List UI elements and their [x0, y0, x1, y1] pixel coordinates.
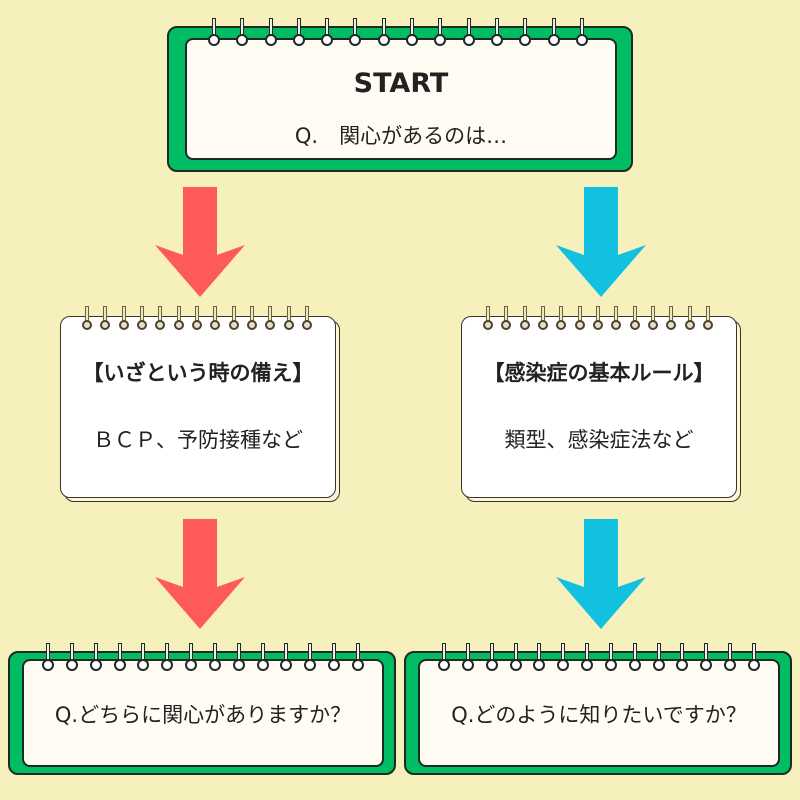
ring-icon [228, 306, 239, 332]
spiral-binding [208, 18, 588, 48]
ring-icon [208, 18, 220, 48]
left-question-card: Q.どちらに関心がありますか？ [8, 643, 396, 775]
ring-icon [666, 306, 677, 332]
right-question-card: Q.どのように知りたいですか？ [404, 643, 792, 775]
ring-icon [236, 18, 249, 48]
ring-icon [406, 18, 419, 48]
left-card-text: ＢＣＰ、予防接種など [93, 428, 303, 452]
ring-icon [485, 643, 498, 673]
start-question: Q. 関心があるのは… [294, 124, 508, 148]
ring-icon [519, 18, 532, 48]
ring-icon [747, 643, 760, 673]
ring-icon [89, 643, 102, 673]
ring-icon [232, 643, 245, 673]
ring-icon [208, 643, 221, 673]
ring-icon [647, 306, 658, 332]
ring-icon [304, 643, 317, 673]
ring-icon [501, 306, 512, 332]
ring-icon [483, 306, 493, 332]
ring-icon [462, 18, 475, 48]
ring-icon [265, 306, 276, 332]
down-arrow-blue-icon [556, 519, 646, 629]
ring-icon [438, 643, 450, 673]
start-card: START Q. 関心があるのは… [167, 18, 633, 172]
ring-icon [490, 18, 503, 48]
ring-icon [280, 643, 293, 673]
left-topic-card: 【いざという時の備え】 ＢＣＰ、予防接種など [60, 306, 340, 502]
spiral-binding [438, 643, 760, 673]
spiral-binding [483, 306, 713, 332]
ring-icon [351, 643, 364, 673]
ring-icon [136, 306, 147, 332]
ring-icon [519, 306, 530, 332]
ring-icon [604, 643, 617, 673]
right-question-page: Q.どのように知りたいですか？ [418, 659, 780, 767]
ring-icon [575, 18, 588, 48]
spiral-binding [82, 306, 312, 332]
ring-icon [724, 643, 737, 673]
spiral-binding [42, 643, 364, 673]
ring-icon [556, 306, 567, 332]
ring-icon [42, 643, 54, 673]
ring-icon [210, 306, 221, 332]
ring-icon [700, 643, 713, 673]
ring-icon [118, 306, 129, 332]
left-question-text: Q.どちらに関心がありますか？ [54, 703, 352, 727]
ring-icon [264, 18, 277, 48]
ring-icon [185, 643, 198, 673]
ring-icon [155, 306, 166, 332]
ring-icon [509, 643, 522, 673]
ring-icon [256, 643, 269, 673]
start-title: START [353, 68, 449, 99]
ring-icon [113, 643, 126, 673]
ring-icon [283, 306, 294, 332]
ring-icon [533, 643, 546, 673]
right-card-text: 類型、感染症法など [504, 428, 694, 452]
ring-icon [676, 643, 689, 673]
ring-icon [292, 18, 305, 48]
left-question-page: Q.どちらに関心がありますか？ [22, 659, 384, 767]
ring-icon [547, 18, 560, 48]
ring-icon [377, 18, 390, 48]
right-question-text: Q.どのように知りたいですか？ [451, 703, 747, 727]
right-topic-card: 【感染症の基本ルール】 類型、感染症法など [461, 306, 741, 502]
ring-icon [82, 306, 92, 332]
ring-icon [246, 306, 257, 332]
ring-icon [652, 643, 665, 673]
ring-icon [173, 306, 184, 332]
left-card-title: 【いざという時の備え】 [82, 361, 314, 385]
ring-icon [592, 306, 603, 332]
ring-icon [684, 306, 695, 332]
ring-icon [328, 643, 341, 673]
right-card-title: 【感染症の基本ルール】 [483, 361, 715, 385]
down-arrow-red-icon [155, 187, 245, 297]
ring-icon [349, 18, 362, 48]
ring-icon [100, 306, 111, 332]
ring-icon [321, 18, 334, 48]
ring-icon [137, 643, 150, 673]
ring-icon [161, 643, 174, 673]
ring-icon [191, 306, 202, 332]
start-card-page: START Q. 関心があるのは… [185, 38, 617, 160]
ring-icon [65, 643, 78, 673]
ring-icon [702, 306, 713, 332]
ring-icon [434, 18, 447, 48]
ring-icon [537, 306, 548, 332]
ring-icon [574, 306, 585, 332]
ring-icon [301, 306, 312, 332]
ring-icon [461, 643, 474, 673]
ring-icon [629, 306, 640, 332]
ring-icon [557, 643, 570, 673]
ring-icon [628, 643, 641, 673]
down-arrow-blue-icon [556, 187, 646, 297]
ring-icon [611, 306, 622, 332]
ring-icon [581, 643, 594, 673]
down-arrow-red-icon [155, 519, 245, 629]
